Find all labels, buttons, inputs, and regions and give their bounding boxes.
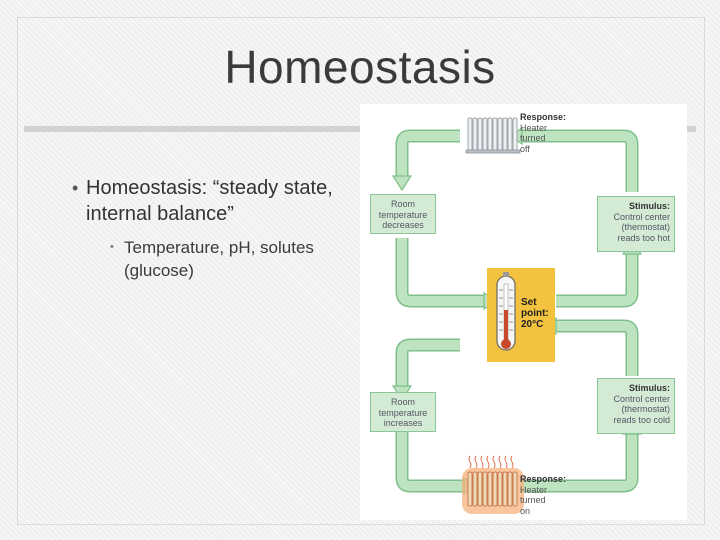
room-temp-increases-box: Room temperature increases xyxy=(370,392,436,432)
slide-title: Homeostasis xyxy=(224,41,496,93)
set-point-box xyxy=(487,268,555,362)
stimulus-too-cold-box: Stimulus: Control center (thermostat) re… xyxy=(597,378,675,434)
stimulus-too-hot-box: Stimulus: Control center (thermostat) re… xyxy=(597,196,675,252)
thermometer-icon xyxy=(496,272,516,351)
box-line: Control center xyxy=(613,393,670,404)
box-line: increases xyxy=(383,418,423,428)
bullet-text: Temperature, pH, solutes (glucose) xyxy=(124,238,314,280)
response-line: turned xyxy=(520,133,546,143)
response-heater-off: Response: Heater turned off xyxy=(520,112,566,154)
response-line: off xyxy=(520,143,530,154)
box-line: (thermostat) xyxy=(621,222,670,232)
set-point-line: Set xyxy=(521,297,537,308)
set-point-line: 20°C xyxy=(521,319,544,330)
bullet-dot: • xyxy=(110,241,114,253)
stimulus-heading: Stimulus: xyxy=(628,201,670,211)
feedback-loop-arrows xyxy=(391,117,643,514)
response-line: turned xyxy=(520,495,546,505)
box-line: (thermostat) xyxy=(621,404,670,414)
homeostasis-diagram: Set point: 20°C Response: Heater turned … xyxy=(360,104,687,520)
box-line: reads too cold xyxy=(613,414,670,425)
slide-frame xyxy=(17,17,705,525)
box-line: reads too hot xyxy=(617,232,670,243)
stimulus-heading: Stimulus: xyxy=(628,383,670,393)
box-line: Control center xyxy=(613,211,670,222)
box-line: temperature xyxy=(378,209,428,220)
bullet-level2: • Temperature, pH, solutes (glucose) xyxy=(110,236,354,282)
box-line: temperature xyxy=(378,407,428,418)
radiator-on-icon xyxy=(462,455,524,514)
response-line: on xyxy=(520,505,531,516)
set-point-label: Set point: 20°C xyxy=(521,297,549,330)
set-point-line: point: xyxy=(521,308,549,319)
radiator-off-icon xyxy=(465,117,521,154)
box-line: Room xyxy=(390,397,415,407)
box-line: decreases xyxy=(382,220,424,230)
bullet-dot: • xyxy=(72,178,79,198)
box-line: Room xyxy=(390,199,415,209)
response-line: Heater xyxy=(520,484,548,495)
bullet-level1: • Homeostasis: “steady state, internal b… xyxy=(72,175,348,227)
response-heading: Response: xyxy=(520,474,567,484)
bullet-text: Homeostasis: “steady state, internal bal… xyxy=(86,177,333,225)
response-line: Heater xyxy=(520,122,548,133)
room-temp-decreases-box: Room temperature decreases xyxy=(370,194,436,234)
response-heater-on: Response: Heater turned on xyxy=(520,474,566,516)
response-heading: Response: xyxy=(520,112,567,122)
